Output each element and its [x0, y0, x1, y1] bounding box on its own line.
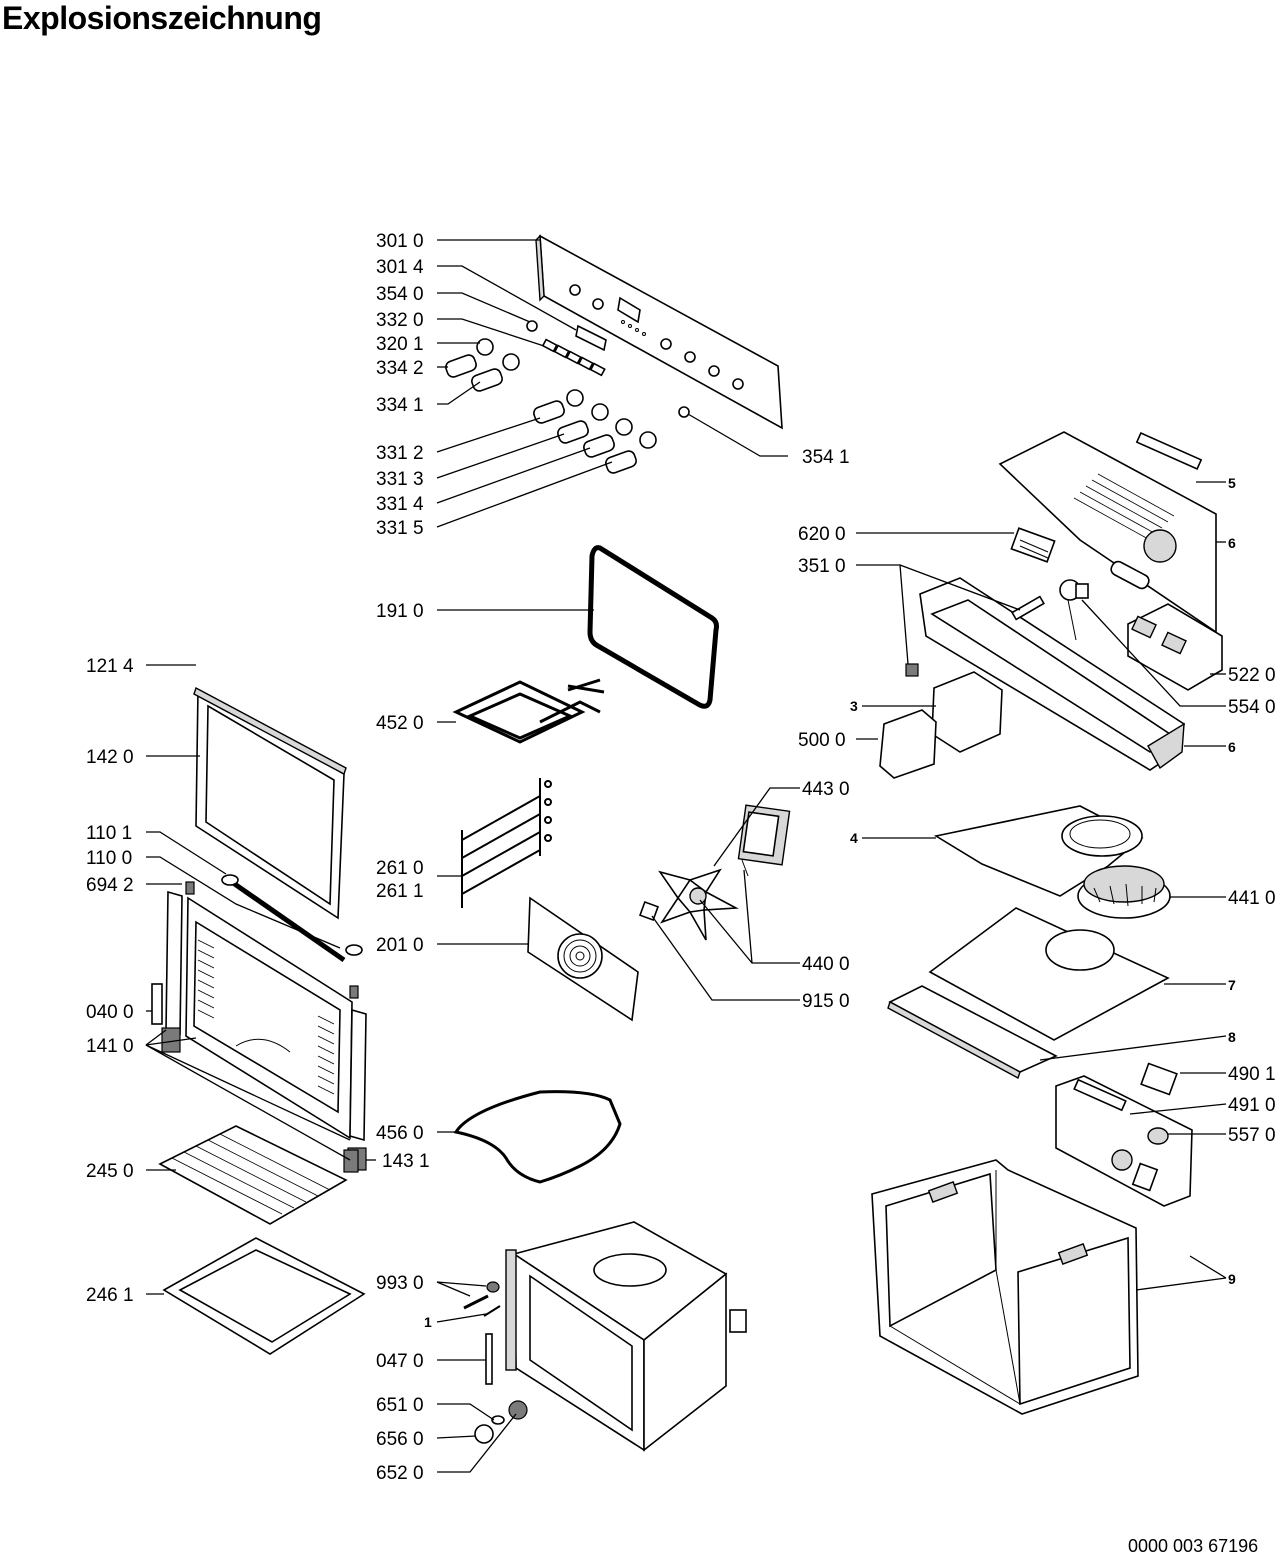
control-bracket	[879, 577, 1185, 779]
callout-522-0: 522 0	[1228, 665, 1276, 686]
fan-motor	[737, 804, 791, 877]
lamp-557	[1147, 1127, 1169, 1145]
callout-047-0: 047 0	[376, 1351, 424, 1372]
shelf-supports	[461, 778, 552, 908]
baking-tray	[162, 1237, 366, 1355]
callout-651-0: 651 0	[376, 1395, 424, 1416]
callout-301-0: 301 0	[376, 231, 424, 252]
callout-246-1: 246 1	[86, 1285, 134, 1306]
document-number: 0000 003 67196	[1128, 1536, 1259, 1556]
callout-331-2: 331 2	[376, 443, 424, 464]
callout-993-0: 993 0	[376, 1273, 424, 1294]
rear-panel	[1055, 1075, 1193, 1207]
ring-heater	[453, 1090, 622, 1184]
top-cover-plate	[998, 431, 1217, 634]
callout-354-0: 354 0	[376, 284, 424, 305]
callout-620-0: 620 0	[798, 524, 846, 545]
grill-heater	[452, 678, 605, 744]
door-seal	[587, 545, 719, 709]
callout-331-5: 331 5	[376, 518, 424, 539]
callout-3: 3	[850, 698, 858, 714]
callout-331-3: 331 3	[376, 469, 424, 490]
callout-652-0: 652 0	[376, 1463, 424, 1484]
outer-door-glass	[193, 686, 347, 920]
callout-5: 5	[1228, 475, 1236, 491]
callout-656-0: 656 0	[376, 1429, 424, 1450]
fan-cover	[527, 896, 639, 1022]
push-buttons	[541, 338, 606, 377]
callout-4: 4	[850, 830, 858, 846]
callout-6-lower: 6	[1228, 739, 1236, 755]
relay-board	[1127, 603, 1223, 691]
switch-490	[1140, 1062, 1178, 1096]
page-title: Explosionszeichnung	[2, 0, 322, 36]
callout-6-upper: 6	[1228, 535, 1236, 551]
callout-110-0: 110 0	[86, 848, 132, 869]
inner-door-frame	[151, 881, 367, 1171]
fan-nut	[639, 901, 659, 921]
callout-334-1: 334 1	[376, 395, 424, 416]
wire-rack	[158, 1125, 348, 1225]
callout-443-0: 443 0	[802, 779, 850, 800]
callout-456-0: 456 0	[376, 1123, 424, 1144]
callout-8: 8	[1228, 1029, 1236, 1045]
callout-110-1: 110 1	[86, 823, 132, 844]
callout-245-0: 245 0	[86, 1161, 134, 1182]
callout-141-0: 141 0	[86, 1036, 134, 1057]
callout-490-1: 490 1	[1228, 1064, 1276, 1085]
callout-121-4: 121 4	[86, 656, 134, 677]
air-deflector	[887, 985, 1058, 1080]
callout-191-0: 191 0	[376, 601, 424, 622]
indicator-lamp	[526, 320, 538, 332]
oven-cavity	[505, 1221, 747, 1452]
air-duct-plate	[928, 907, 1170, 1041]
leader-lines	[145, 239, 1227, 1473]
callout-557-0: 557 0	[1228, 1125, 1276, 1146]
callout-143-1: 143 1	[382, 1151, 430, 1172]
callout-7: 7	[1228, 977, 1236, 993]
callout-331-4: 331 4	[376, 494, 424, 515]
control-panel-fascia	[535, 234, 783, 430]
callout-301-4: 301 4	[376, 257, 424, 278]
callout-500-0: 500 0	[798, 730, 846, 751]
callout-491-0: 491 0	[1228, 1095, 1276, 1116]
small-fasteners	[343, 1149, 528, 1444]
callout-261-0: 261 0	[376, 858, 424, 879]
callout-351-0: 351 0	[798, 556, 846, 577]
callout-915-0: 915 0	[802, 991, 850, 1012]
outer-housing	[871, 1159, 1139, 1415]
callout-452-0: 452 0	[376, 713, 424, 734]
indicator-lamp-2	[678, 406, 690, 418]
thermostat	[1059, 579, 1089, 641]
control-knobs	[445, 338, 657, 474]
callout-554-0: 554 0	[1228, 697, 1276, 718]
callout-441-0: 441 0	[1228, 888, 1276, 909]
callout-334-2: 334 2	[376, 358, 424, 379]
fan-blade	[658, 868, 739, 941]
callout-9: 9	[1228, 1271, 1236, 1287]
display-window	[575, 324, 607, 352]
callout-142-0: 142 0	[86, 747, 134, 768]
tangential-fan-wheel	[1077, 865, 1171, 919]
callout-261-1: 261 1	[376, 881, 424, 902]
callout-354-1: 354 1	[802, 447, 850, 468]
door-handle	[224, 875, 346, 963]
callout-694-2: 694 2	[86, 875, 134, 896]
callout-332-0: 332 0	[376, 310, 424, 331]
selector-switch	[1010, 527, 1056, 563]
callout-320-1: 320 1	[376, 334, 424, 355]
callout-440-0: 440 0	[802, 954, 850, 975]
callout-201-0: 201 0	[376, 935, 424, 956]
callout-1: 1	[424, 1314, 432, 1330]
callout-labels: 301 0 301 4 354 0 332 0 320 1 334 2 334 …	[86, 231, 1276, 1484]
callout-040-0: 040 0	[86, 1002, 134, 1023]
